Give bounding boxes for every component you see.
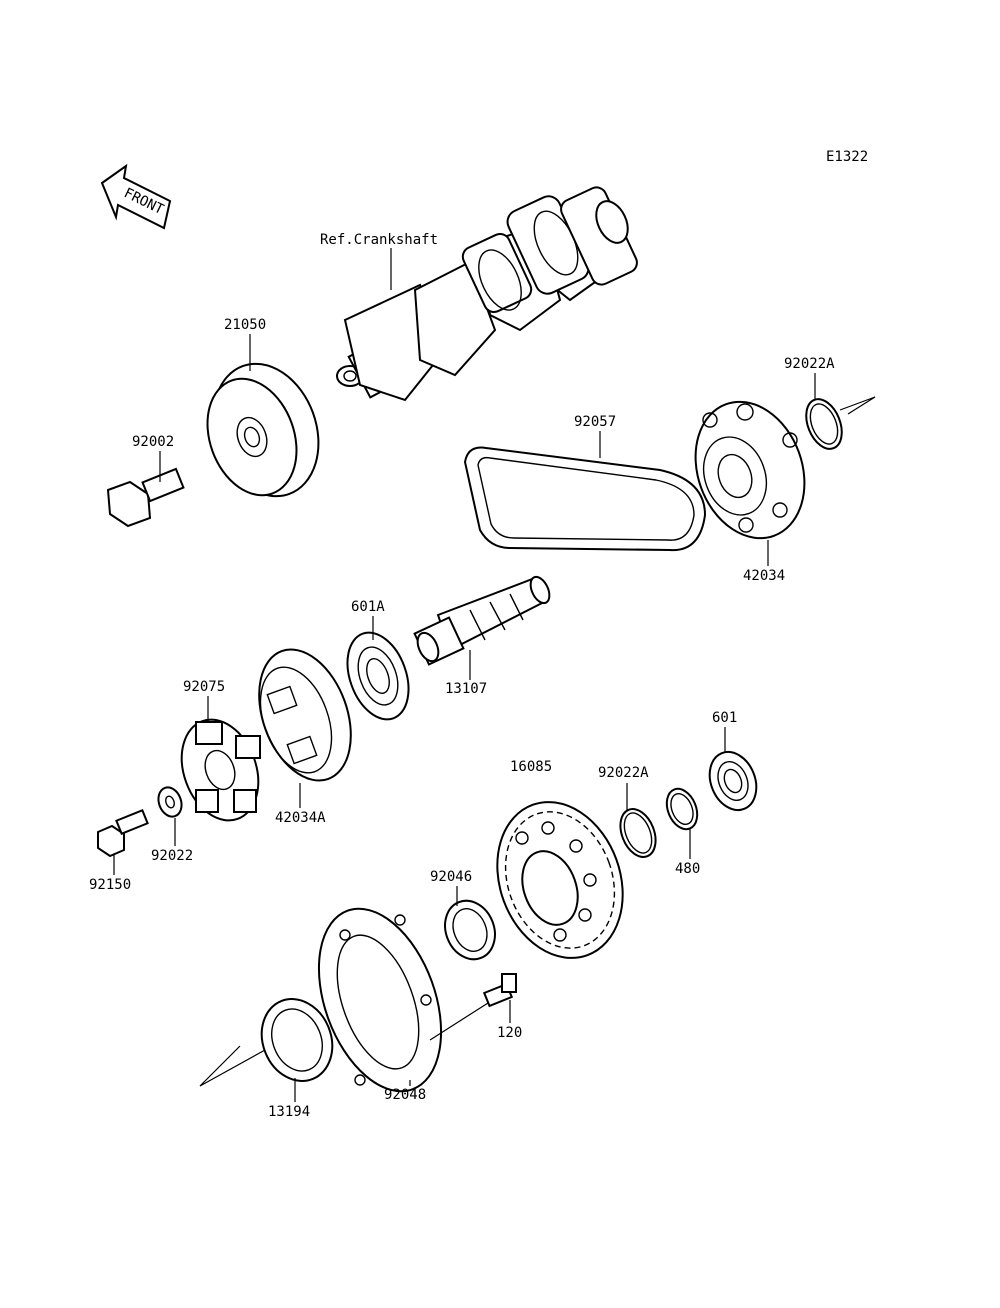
part-16085: [496, 801, 624, 959]
part-13194: [260, 998, 334, 1082]
label-92022A-mid: 92022A: [598, 765, 649, 781]
label-92002: 92002: [132, 434, 174, 450]
label-13194: 13194: [268, 1104, 310, 1120]
part-92046: [444, 899, 496, 961]
part-92022A-top: [805, 398, 843, 450]
part-601: [708, 750, 758, 812]
part-92075: [180, 718, 261, 822]
ref-crankshaft-label: Ref.Crankshaft: [320, 232, 438, 248]
part-92048: [317, 907, 443, 1093]
label-480: 480: [675, 861, 700, 877]
part-480: [665, 787, 699, 831]
part-601A: [346, 631, 410, 721]
label-42034: 42034: [743, 568, 785, 584]
label-92075: 92075: [183, 679, 225, 695]
part-92150: [97, 808, 149, 858]
part-92022A-mid: [619, 808, 657, 858]
label-92057: 92057: [574, 414, 616, 430]
label-21050: 21050: [224, 317, 266, 333]
part-13107: [413, 575, 551, 666]
part-92002: [106, 467, 185, 528]
label-92022A-top: 92022A: [784, 356, 835, 372]
part-92022: [157, 786, 183, 818]
label-13107: 13107: [445, 681, 487, 697]
part-92057-chain: [463, 446, 707, 552]
part-120: [482, 973, 517, 1008]
front-arrow-icon: FRONT: [100, 163, 172, 230]
label-92150: 92150: [89, 877, 131, 893]
label-601: 601: [712, 710, 737, 726]
part-42034: [694, 400, 806, 540]
part-42034A: [258, 648, 352, 782]
label-16085: 16085: [510, 759, 552, 775]
label-42034A: 42034A: [275, 810, 326, 826]
label-120: 120: [497, 1025, 522, 1041]
part-21050: [206, 362, 320, 498]
diagram-code: E1322: [826, 149, 868, 165]
label-92046: 92046: [430, 869, 472, 885]
label-92022: 92022: [151, 848, 193, 864]
crankshaft: [336, 186, 638, 402]
label-92048: 92048: [384, 1087, 426, 1103]
label-601A: 601A: [351, 599, 385, 615]
